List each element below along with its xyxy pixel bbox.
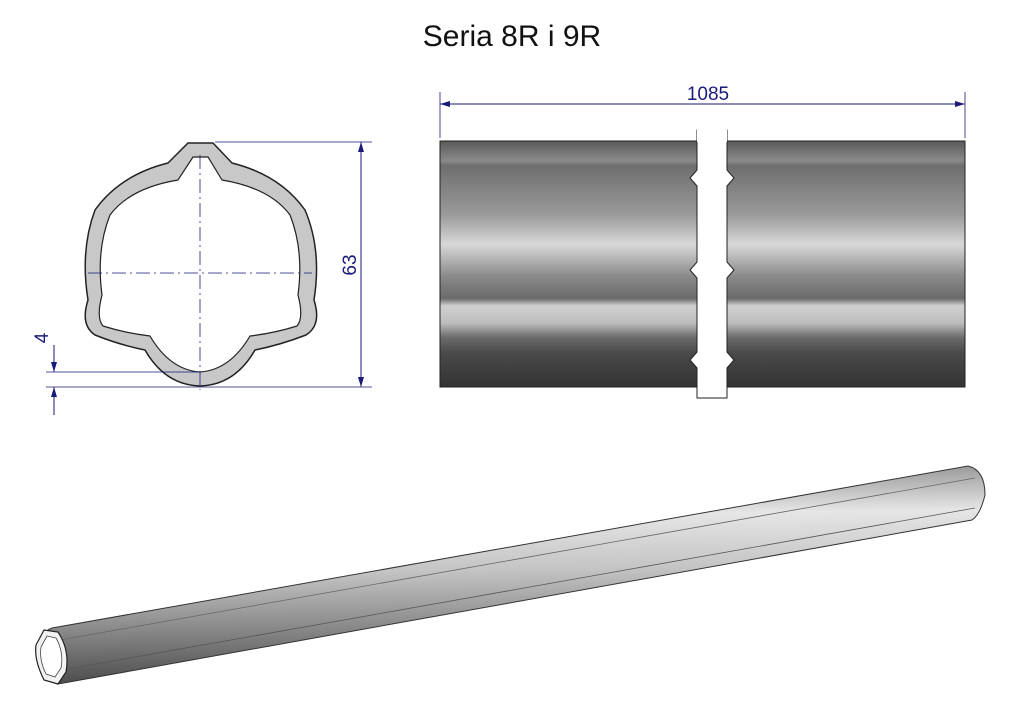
tube-body bbox=[35, 465, 986, 685]
cross-section-view: 63 4 bbox=[32, 141, 372, 415]
length-dimension-label: 1085 bbox=[687, 84, 729, 105]
drawing-title: Seria 8R i 9R bbox=[422, 20, 602, 53]
break-gap bbox=[689, 129, 735, 399]
isometric-tube-view bbox=[35, 465, 986, 685]
thickness-dimension-label: 4 bbox=[32, 332, 53, 343]
side-view: 1085 bbox=[439, 84, 966, 399]
diameter-dimension-label: 63 bbox=[340, 254, 361, 275]
